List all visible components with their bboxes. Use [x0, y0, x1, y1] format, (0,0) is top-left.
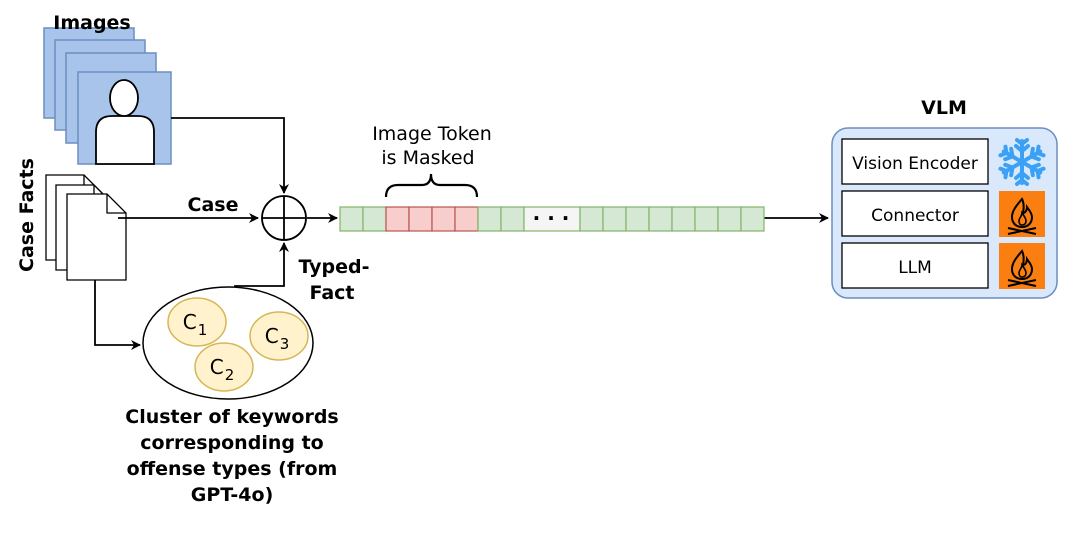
cluster-c3: C3: [249, 311, 309, 361]
svg-text:C1: C1: [183, 310, 208, 339]
token-ellipsis: · · ·: [533, 206, 570, 230]
llm-box: [841, 242, 989, 289]
text-token: [648, 206, 673, 232]
mask-brace: [384, 173, 479, 198]
llm-label: LLM: [898, 258, 932, 278]
case-facts-documents: [45, 174, 127, 281]
text-token: [602, 206, 627, 232]
cluster-c2: C2: [194, 342, 254, 392]
connector-fire-icon: [999, 191, 1045, 237]
text-token: [717, 206, 742, 232]
document-front: [66, 193, 127, 281]
text-token: [625, 206, 650, 232]
llm-fire-icon: [999, 243, 1045, 289]
case-facts-label: Case Facts: [16, 158, 38, 272]
cluster-c2-base: C: [210, 355, 224, 379]
connector-label: Connector: [871, 206, 959, 226]
mask-annotation-line-1: Image Token: [372, 123, 492, 145]
cluster-c1: C1: [167, 297, 227, 347]
text-token: [477, 206, 502, 232]
images-label: Images: [53, 12, 130, 34]
vision-encoder-box: [841, 138, 989, 185]
token-sequence: [339, 206, 765, 232]
text-token: [579, 206, 604, 232]
cluster-c2-sub: 2: [225, 366, 235, 384]
combine-operator-icon: [261, 195, 307, 241]
snowflake-icon: [997, 138, 1047, 186]
vlm-title: VLM: [921, 97, 967, 119]
cluster-caption-line-1: Cluster of keywords: [125, 406, 338, 428]
connector-box: [841, 190, 989, 237]
masked-image-token: [454, 206, 479, 232]
text-token: [339, 206, 364, 232]
cluster-c1-base: C: [183, 310, 197, 334]
facts-to-cluster-arrow: [94, 280, 141, 350]
svg-text:C3: C3: [265, 324, 290, 353]
typed-fact-arrow: [234, 242, 289, 292]
cluster-c1-sub: 1: [198, 321, 208, 339]
vision-encoder-label: Vision Encoder: [852, 154, 978, 174]
masked-image-token: [408, 206, 433, 232]
cluster-c3-sub: 3: [280, 335, 290, 353]
typed-fact-label-line-2: Fact: [309, 282, 354, 304]
masked-image-token: [431, 206, 456, 232]
mask-annotation-line-2: is Masked: [381, 147, 474, 169]
person-icon: [95, 79, 155, 165]
cluster-c3-base: C: [265, 324, 279, 348]
text-token: [500, 206, 525, 232]
text-token: [740, 206, 765, 232]
cluster-caption-line-3: offense types (from: [127, 458, 338, 480]
text-token: [694, 206, 719, 232]
text-token: [671, 206, 696, 232]
svg-text:C2: C2: [210, 355, 235, 384]
text-token: [362, 206, 387, 232]
case-edge-label: Case: [188, 194, 239, 216]
typed-fact-label-line-1: Typed-: [298, 256, 369, 278]
images-stack: [43, 27, 172, 165]
cluster-caption-line-4: GPT-4o): [191, 484, 274, 506]
masked-image-token: [385, 206, 410, 232]
cluster-caption-line-2: corresponding to: [140, 432, 323, 454]
images-to-combiner-arrow: [171, 117, 289, 194]
